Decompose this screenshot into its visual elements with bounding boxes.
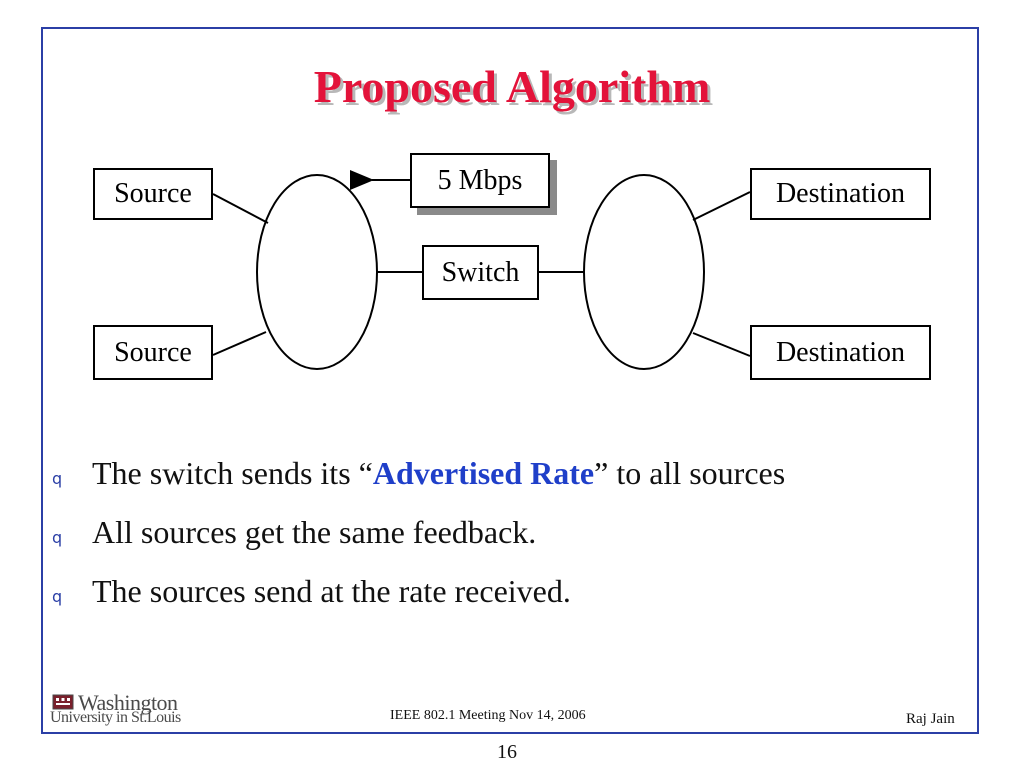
destination-1-link (692, 191, 751, 221)
switch-box: Switch (422, 245, 539, 300)
bullet-text: The switch sends its “Advertised Rate” t… (92, 455, 785, 492)
bullet-marker-icon: q (52, 469, 63, 488)
bullet-text-part: All sources get the same feedback. (92, 514, 537, 550)
destination-label-2: Destination (775, 336, 906, 368)
logo-line-2: University in St.Louis (50, 709, 181, 726)
logo-line-1: Washington (78, 690, 178, 715)
bullet-text-part: ” to all sources (594, 455, 786, 491)
author-name: Raj Jain (906, 711, 955, 727)
bullet-text: All sources get the same feedback. (92, 514, 536, 551)
bullet-marker-icon: q (52, 528, 63, 547)
right-switch-ellipse (583, 174, 705, 370)
bullet-text: The sources send at the rate received. (92, 573, 571, 610)
bullet-item: q All sources get the same feedback. (52, 514, 536, 551)
source-2-link (212, 331, 267, 356)
meeting-info: IEEE 802.1 Meeting Nov 14, 2006 (390, 708, 586, 723)
destination-label-1: Destination (775, 178, 906, 209)
bullet-marker-icon: q (52, 587, 63, 606)
destination-2-link (692, 332, 751, 357)
bullet-text-part: The sources send at the rate received. (92, 573, 571, 609)
source-box-1: Source (93, 168, 213, 220)
destination-box-1: Destination (750, 168, 931, 220)
source-box-2: Source (93, 325, 213, 380)
university-logo: Washington University in St.Louis (50, 690, 220, 730)
rate-label: 5 Mbps (437, 165, 523, 196)
source-1-link (212, 193, 269, 224)
source-label-2: Source (114, 336, 192, 368)
page-number: 16 (497, 741, 517, 763)
rate-box: 5 Mbps (410, 153, 550, 208)
bullet-item: q The switch sends its “Advertised Rate” … (52, 455, 785, 492)
bullet-text-part: The switch sends its “ (92, 455, 373, 491)
slide-title: Proposed Algorithm (313, 61, 711, 112)
destination-box-2: Destination (750, 325, 931, 380)
source-label-1: Source (114, 178, 192, 209)
slide-frame (41, 27, 979, 734)
university-seal-icon (52, 694, 74, 710)
bullet-item: q The sources send at the rate received. (52, 573, 571, 610)
left-switch-ellipse (256, 174, 378, 370)
highlight-term: Advertised Rate (372, 455, 595, 491)
switch-label: Switch (441, 256, 520, 288)
